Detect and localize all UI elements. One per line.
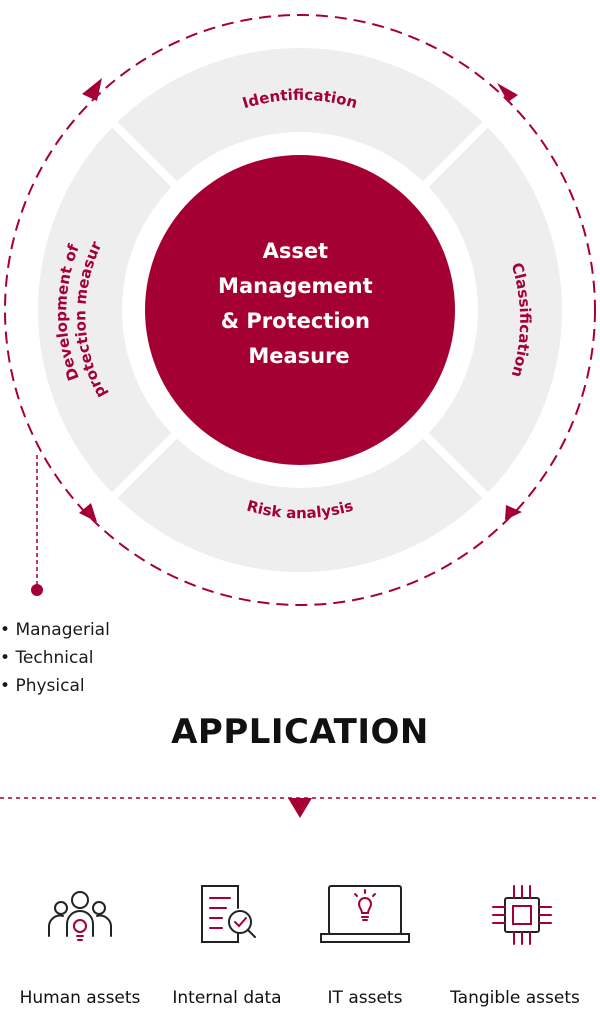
people-icon	[48, 891, 112, 941]
laptop-lightbulb-icon	[320, 885, 410, 943]
measure-item: Technical	[0, 644, 110, 672]
protection-measures-list: Managerial Technical Physical	[0, 616, 110, 700]
asset-label-human: Human assets	[19, 988, 141, 1008]
center-title-line2: Management	[218, 274, 373, 298]
center-title-line4: Measure	[248, 344, 349, 368]
asset-label-internal-data: Internal data	[172, 988, 282, 1008]
measure-item: Managerial	[0, 616, 109, 644]
application-divider	[0, 797, 600, 818]
human-assets-icon-wrap	[5, 880, 155, 950]
arrow-bottom-right-icon	[505, 505, 522, 520]
arrow-bottom-left-icon	[79, 503, 97, 522]
chip-icon	[492, 885, 552, 945]
down-arrow-icon	[288, 798, 312, 818]
asset-label-tangible: Tangible assets	[450, 988, 580, 1008]
measures-leader-dot	[31, 584, 43, 596]
arrow-top-left-icon	[82, 78, 102, 101]
asset-cycle-diagram: Asset Management & Protection Measure Id…	[0, 0, 596, 606]
center-circle	[145, 155, 455, 465]
document-search-icon	[201, 885, 256, 943]
measure-item: Physical	[0, 672, 110, 700]
arrow-top-right-icon	[497, 83, 518, 102]
outer-dashed-cycle	[4, 14, 596, 606]
center-title-line3: & Protection	[221, 309, 370, 333]
tangible-assets-icon-wrap	[447, 880, 597, 950]
application-title: APPLICATION	[171, 712, 429, 752]
asset-label-it: IT assets	[327, 988, 403, 1008]
svg-text:Asset Management & Pro: Asset Management & Protection Measure	[218, 239, 380, 368]
segment-separators	[109, 119, 491, 501]
it-assets-icon-wrap	[290, 880, 440, 950]
center-title-line1: Asset	[263, 239, 329, 263]
internal-data-icon-wrap	[152, 880, 302, 950]
